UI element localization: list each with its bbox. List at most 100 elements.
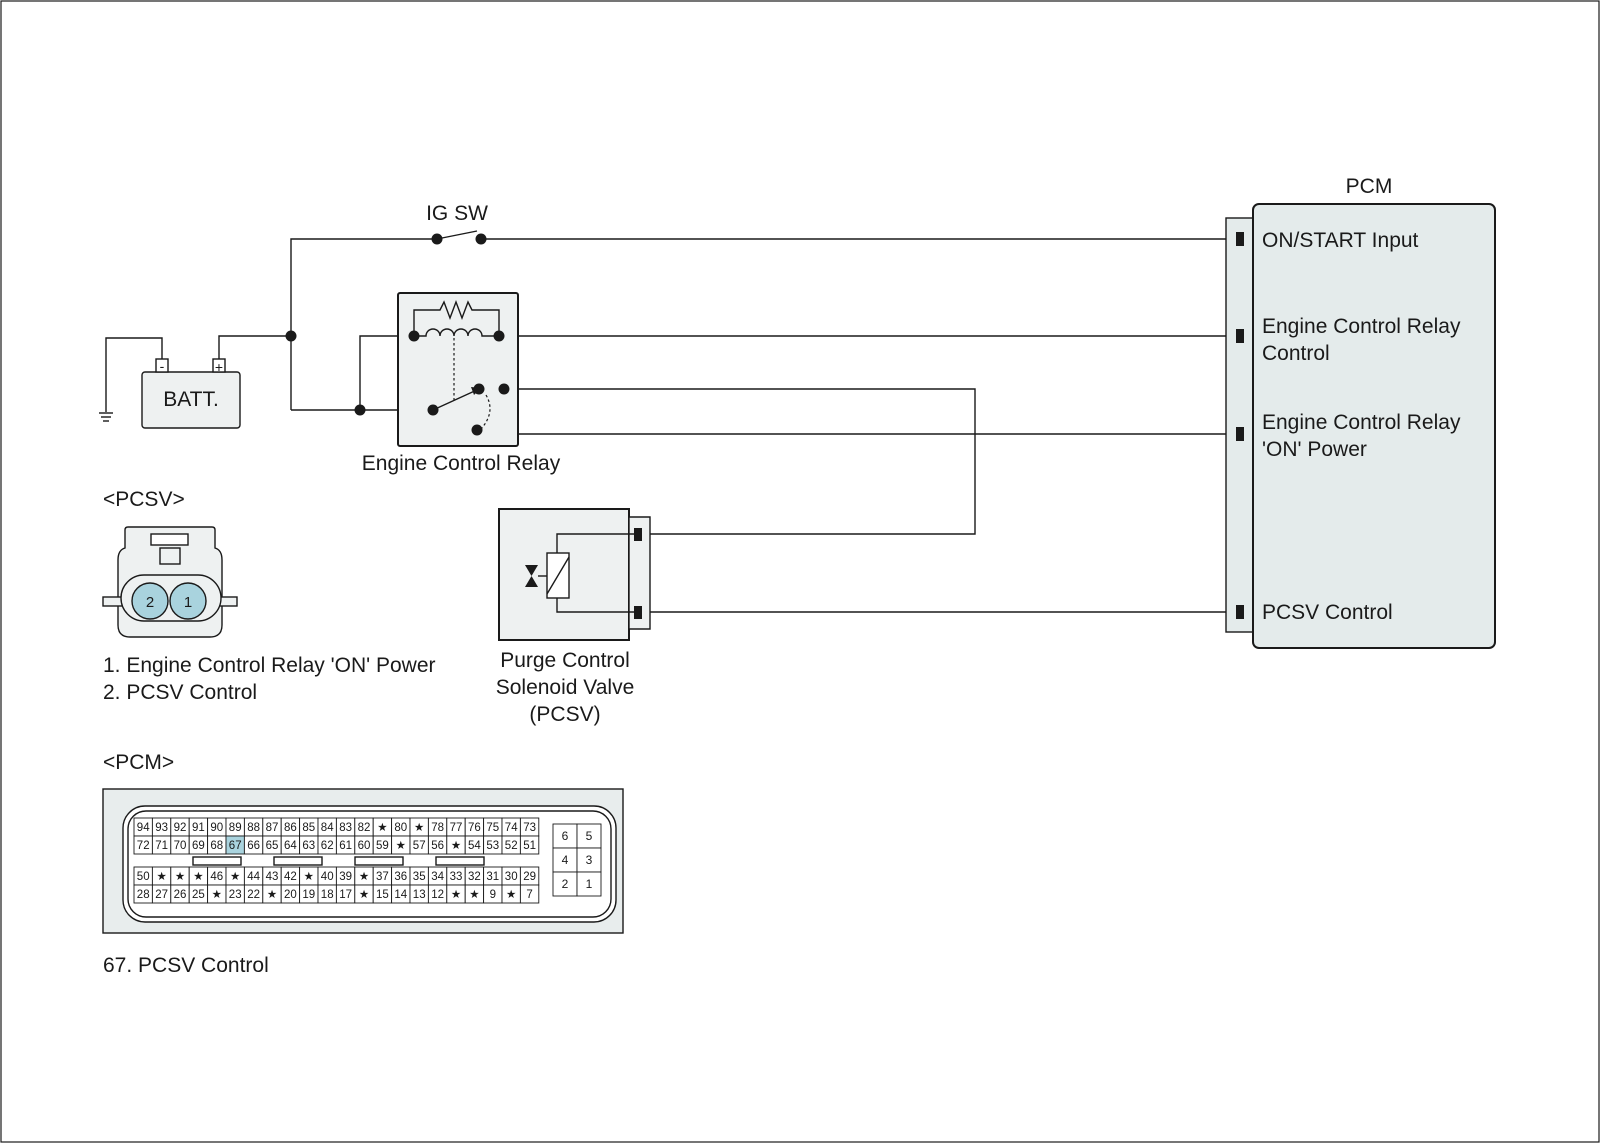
- wire-battery-bus: [290, 238, 437, 410]
- pcm-pin-label: 17: [339, 889, 352, 901]
- pcm-pin-label-relay-control-1: Engine Control Relay: [1262, 315, 1461, 338]
- pcm-pin-label: 85: [302, 822, 315, 834]
- pcm-aux-pin-cell: [576, 823, 602, 849]
- pcm-module: PCM ON/START Input Engine Control Relay …: [1225, 175, 1496, 649]
- pcm-pin-label: 12: [431, 889, 444, 901]
- pcm-pin-label: ★: [414, 822, 424, 834]
- pcm-pin-label: 54: [468, 840, 481, 852]
- pcm-pin-label: 30: [505, 871, 518, 883]
- pcm-aux-pin-label: 6: [562, 829, 569, 843]
- pcm-pin-label: 69: [192, 840, 205, 852]
- pcm-pin-label: 61: [339, 840, 352, 852]
- pcm-pin-label: 60: [358, 840, 371, 852]
- pcm-pin-label: ★: [304, 871, 314, 883]
- pcm-pin-label: 50: [137, 871, 150, 883]
- pcm-pin-label: 63: [302, 840, 315, 852]
- pcm-pin-label: 37: [376, 871, 389, 883]
- pcm-pin-label: 80: [394, 822, 407, 834]
- pcm-pin-label: 29: [523, 871, 536, 883]
- pcm-aux-pin-label: 5: [586, 829, 593, 843]
- pcm-pin-label: 75: [486, 822, 499, 834]
- pcm-pin-label: 70: [174, 840, 187, 852]
- valve-icon: [525, 565, 538, 576]
- wire-pcsv-power: [504, 388, 976, 535]
- pcm-pin-label: 33: [450, 871, 463, 883]
- pcm-pin-label: ★: [193, 871, 203, 883]
- pcm-pin-label: 27: [155, 889, 168, 901]
- pcm-pin-label: 28: [137, 889, 150, 901]
- pcm-pin-label: 34: [431, 871, 444, 883]
- pcm-pin-label: ★: [175, 871, 185, 883]
- wire-relay-coil-feed: [359, 335, 414, 410]
- pcm-pin-label: 83: [339, 822, 352, 834]
- pcm-aux-pin-cell: [576, 847, 602, 873]
- pcm-pin-label: 57: [413, 840, 426, 852]
- pcm-aux-pin-label: 1: [586, 877, 593, 891]
- pcm-pin-label: 64: [284, 840, 297, 852]
- pcm-connector-key: [273, 856, 323, 866]
- pcm-pin-label: 25: [192, 889, 205, 901]
- pcm-pin-label: 65: [266, 840, 279, 852]
- pcm-aux-pin-label: 2: [562, 877, 569, 891]
- pcsv-component: Purge Control Solenoid Valve (PCSV): [496, 508, 651, 726]
- pcm-pin-label: 51: [523, 840, 536, 852]
- pcm-pin-label: 77: [450, 822, 463, 834]
- pcm-pin-label: 42: [284, 871, 297, 883]
- pcsv-label-line3: (PCSV): [529, 703, 600, 726]
- pcm-connector-key: [192, 856, 242, 866]
- pcm-pin-label: 78: [431, 822, 444, 834]
- pcm-pin-label: 91: [192, 822, 205, 834]
- pcm-pin-label: ★: [451, 840, 461, 852]
- pcm-pin-label: 90: [210, 822, 223, 834]
- pcm-pin-label: 44: [247, 871, 260, 883]
- pcm-aux-pin-cell: [576, 871, 602, 897]
- pcm-pin-label: 53: [486, 840, 499, 852]
- pcsv-legend-1: 1. Engine Control Relay 'ON' Power: [103, 654, 436, 677]
- pcm-pin-label: ★: [359, 889, 369, 901]
- wires: [218, 238, 1240, 613]
- pcm-aux-pin-cell: [552, 871, 578, 897]
- pcm-pin-label: 56: [431, 840, 444, 852]
- pcm-pin-label: 93: [155, 822, 168, 834]
- pcm-aux-pin-label: 4: [562, 853, 569, 867]
- wire-relay-on-power: [503, 389, 1240, 435]
- pcm-pin-cell: [519, 884, 540, 904]
- battery-minus-sign: -: [160, 358, 165, 374]
- pcm-pin-label-relay-on-power-1: Engine Control Relay: [1262, 411, 1461, 434]
- battery: - + BATT.: [141, 358, 241, 429]
- pcm-pin-label: 94: [137, 822, 150, 834]
- pcm-pin-label: ★: [156, 871, 166, 883]
- pcm-pin-label: 74: [505, 822, 518, 834]
- pcm-pin-label: 13: [413, 889, 426, 901]
- pcm-pin-label: 36: [394, 871, 407, 883]
- pcm-pin-label: 66: [247, 840, 260, 852]
- pcsv-connector-view: <PCSV> 2 1 1. Engine Control Relay 'ON' …: [102, 488, 436, 704]
- engine-control-relay: Engine Control Relay: [362, 292, 561, 475]
- pcm-title: PCM: [1346, 175, 1393, 198]
- battery-plus-sign: +: [215, 359, 223, 375]
- pcm-pin-label: 76: [468, 822, 481, 834]
- pcsv-connector-housing: [628, 516, 651, 630]
- pcm-pin-label: 72: [137, 840, 150, 852]
- pcm-pin-label: ★: [469, 889, 479, 901]
- pcm-pin-label: 52: [505, 840, 518, 852]
- pcm-pin-label: 87: [266, 822, 279, 834]
- pcm-pin-label: 84: [321, 822, 334, 834]
- pcm-pin-label: 92: [174, 822, 187, 834]
- wire-batt-positive: [218, 335, 291, 359]
- pcm-pin-label: 15: [376, 889, 389, 901]
- pcm-pin-label: ★: [230, 871, 240, 883]
- relay-resistor-icon: [413, 300, 500, 336]
- ground-icon: [99, 337, 163, 422]
- relay-coil-icon: [414, 328, 499, 337]
- pcsv-label-line2: Solenoid Valve: [496, 676, 635, 699]
- pcm-pin-label: 31: [486, 871, 499, 883]
- pcm-pin-label: ★: [212, 889, 222, 901]
- pcsv-internal-wire: [556, 533, 638, 553]
- pcm-pin-label: 68: [210, 840, 223, 852]
